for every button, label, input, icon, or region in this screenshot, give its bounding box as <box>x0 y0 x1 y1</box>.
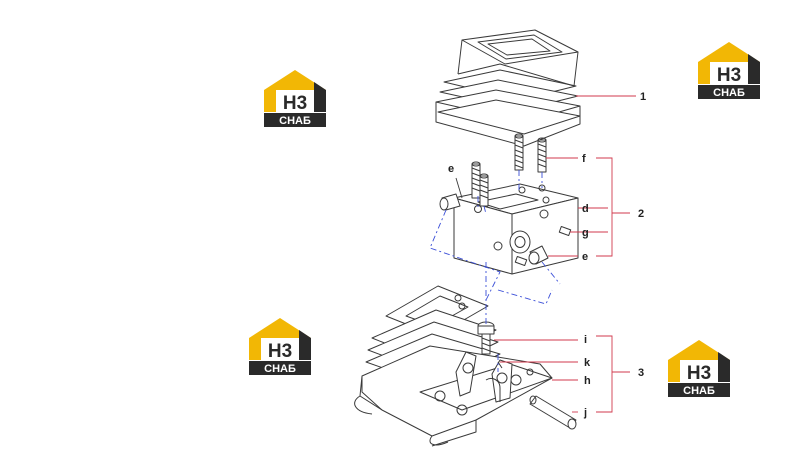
label-e-right: e <box>582 251 588 263</box>
logo-word: СНАБ <box>264 363 296 375</box>
label-part-3: 3 <box>638 367 644 379</box>
label-j: j <box>583 407 587 419</box>
leader-lines <box>494 95 636 413</box>
rubber-boot <box>435 29 581 147</box>
label-part-1: 1 <box>640 91 646 103</box>
logo-word: СНАБ <box>683 385 715 397</box>
watermark-logo: H3 СНАБ <box>666 338 732 400</box>
watermark-logo: H3 СНАБ <box>696 40 762 102</box>
plugs <box>439 193 549 265</box>
label-i: i <box>584 334 587 346</box>
label-f: f <box>582 153 586 165</box>
logo-mark: H3 <box>268 341 292 362</box>
logo-mark: H3 <box>717 65 741 86</box>
label-d: d <box>582 203 589 215</box>
logo-mark: H3 <box>687 363 711 384</box>
label-part-2: 2 <box>638 208 644 220</box>
logo-word: СНАБ <box>279 115 311 127</box>
bracket-lines <box>596 157 630 413</box>
label-e-left: e <box>448 163 454 175</box>
watermark-logo: H3 СНАБ <box>247 316 313 378</box>
pin <box>529 395 577 430</box>
logo-word: СНАБ <box>713 87 745 99</box>
alignment-lines <box>429 170 561 372</box>
label-g: g <box>582 227 589 239</box>
grub-screws <box>514 225 572 267</box>
label-h: h <box>584 375 591 387</box>
set-screws <box>471 133 547 207</box>
logo-mark: H3 <box>283 93 307 114</box>
watermark-logo: H3 СНАБ <box>262 68 328 130</box>
base-assembly <box>354 285 553 447</box>
label-k: k <box>584 357 591 369</box>
valve-block <box>453 183 579 275</box>
bolt <box>477 321 495 355</box>
